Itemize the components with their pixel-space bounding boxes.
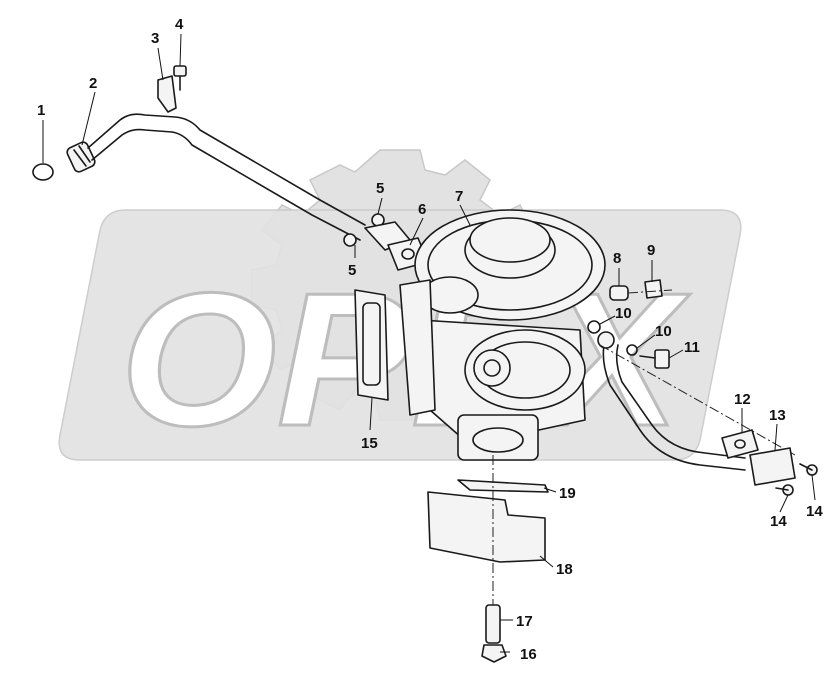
callout-1: 1 bbox=[37, 102, 45, 119]
callout-17: 17 bbox=[516, 613, 533, 630]
callout-3: 3 bbox=[151, 30, 159, 47]
part-16-nut bbox=[481, 644, 507, 663]
callout-2: 2 bbox=[89, 75, 97, 92]
callout-18: 18 bbox=[556, 561, 573, 578]
part-18-heat-shield bbox=[427, 491, 546, 563]
callout-5-lower: 5 bbox=[348, 262, 356, 279]
callout-7: 7 bbox=[455, 188, 463, 205]
part-11-banjo-bolt bbox=[639, 349, 670, 369]
watermark: OPEX bbox=[58, 149, 742, 468]
part-10-seal-ring-left bbox=[587, 320, 601, 334]
callout-9: 9 bbox=[647, 242, 655, 259]
callout-14-right: 14 bbox=[806, 503, 823, 520]
part-13-flange bbox=[749, 447, 796, 486]
oil-pipe-lower-edge bbox=[615, 344, 746, 459]
leader-lines bbox=[42, 33, 816, 653]
callout-14-left: 14 bbox=[770, 513, 787, 530]
callout-12: 12 bbox=[734, 391, 751, 408]
part-8-plug bbox=[609, 285, 629, 301]
callout-6: 6 bbox=[418, 201, 426, 218]
callout-16: 16 bbox=[520, 646, 537, 663]
part-14-bolt-left bbox=[775, 484, 794, 496]
part-5-fitting-lower bbox=[343, 233, 357, 247]
part-10-seal-ring-right bbox=[626, 344, 638, 356]
callout-11: 11 bbox=[684, 339, 700, 356]
callout-13: 13 bbox=[769, 407, 786, 424]
part-1-clamp bbox=[32, 163, 54, 181]
part-17-drain-tube bbox=[485, 604, 501, 644]
callout-15: 15 bbox=[361, 435, 378, 452]
part-14-bolt-right bbox=[799, 463, 818, 476]
part-3-bracket bbox=[157, 75, 177, 113]
part-4-bolt bbox=[173, 65, 187, 91]
part-19-retainer bbox=[457, 479, 549, 493]
callout-10-left: 10 bbox=[615, 305, 632, 322]
part-9-fitting bbox=[644, 279, 663, 299]
part-2-hose-coupling bbox=[66, 141, 96, 173]
oil-pipe-upper-edge bbox=[91, 128, 361, 241]
part-15-exhaust-gasket bbox=[354, 289, 389, 401]
callout-5-upper: 5 bbox=[376, 180, 384, 197]
callout-8: 8 bbox=[613, 250, 621, 267]
callout-19: 19 bbox=[559, 485, 576, 502]
oil-pipe-upper bbox=[87, 113, 366, 226]
oil-pipe-lower bbox=[602, 339, 746, 471]
part-12-gasket bbox=[721, 429, 759, 459]
part-7-turbocharger bbox=[399, 209, 606, 461]
callout-10-right: 10 bbox=[655, 323, 672, 340]
callout-4: 4 bbox=[175, 16, 184, 33]
